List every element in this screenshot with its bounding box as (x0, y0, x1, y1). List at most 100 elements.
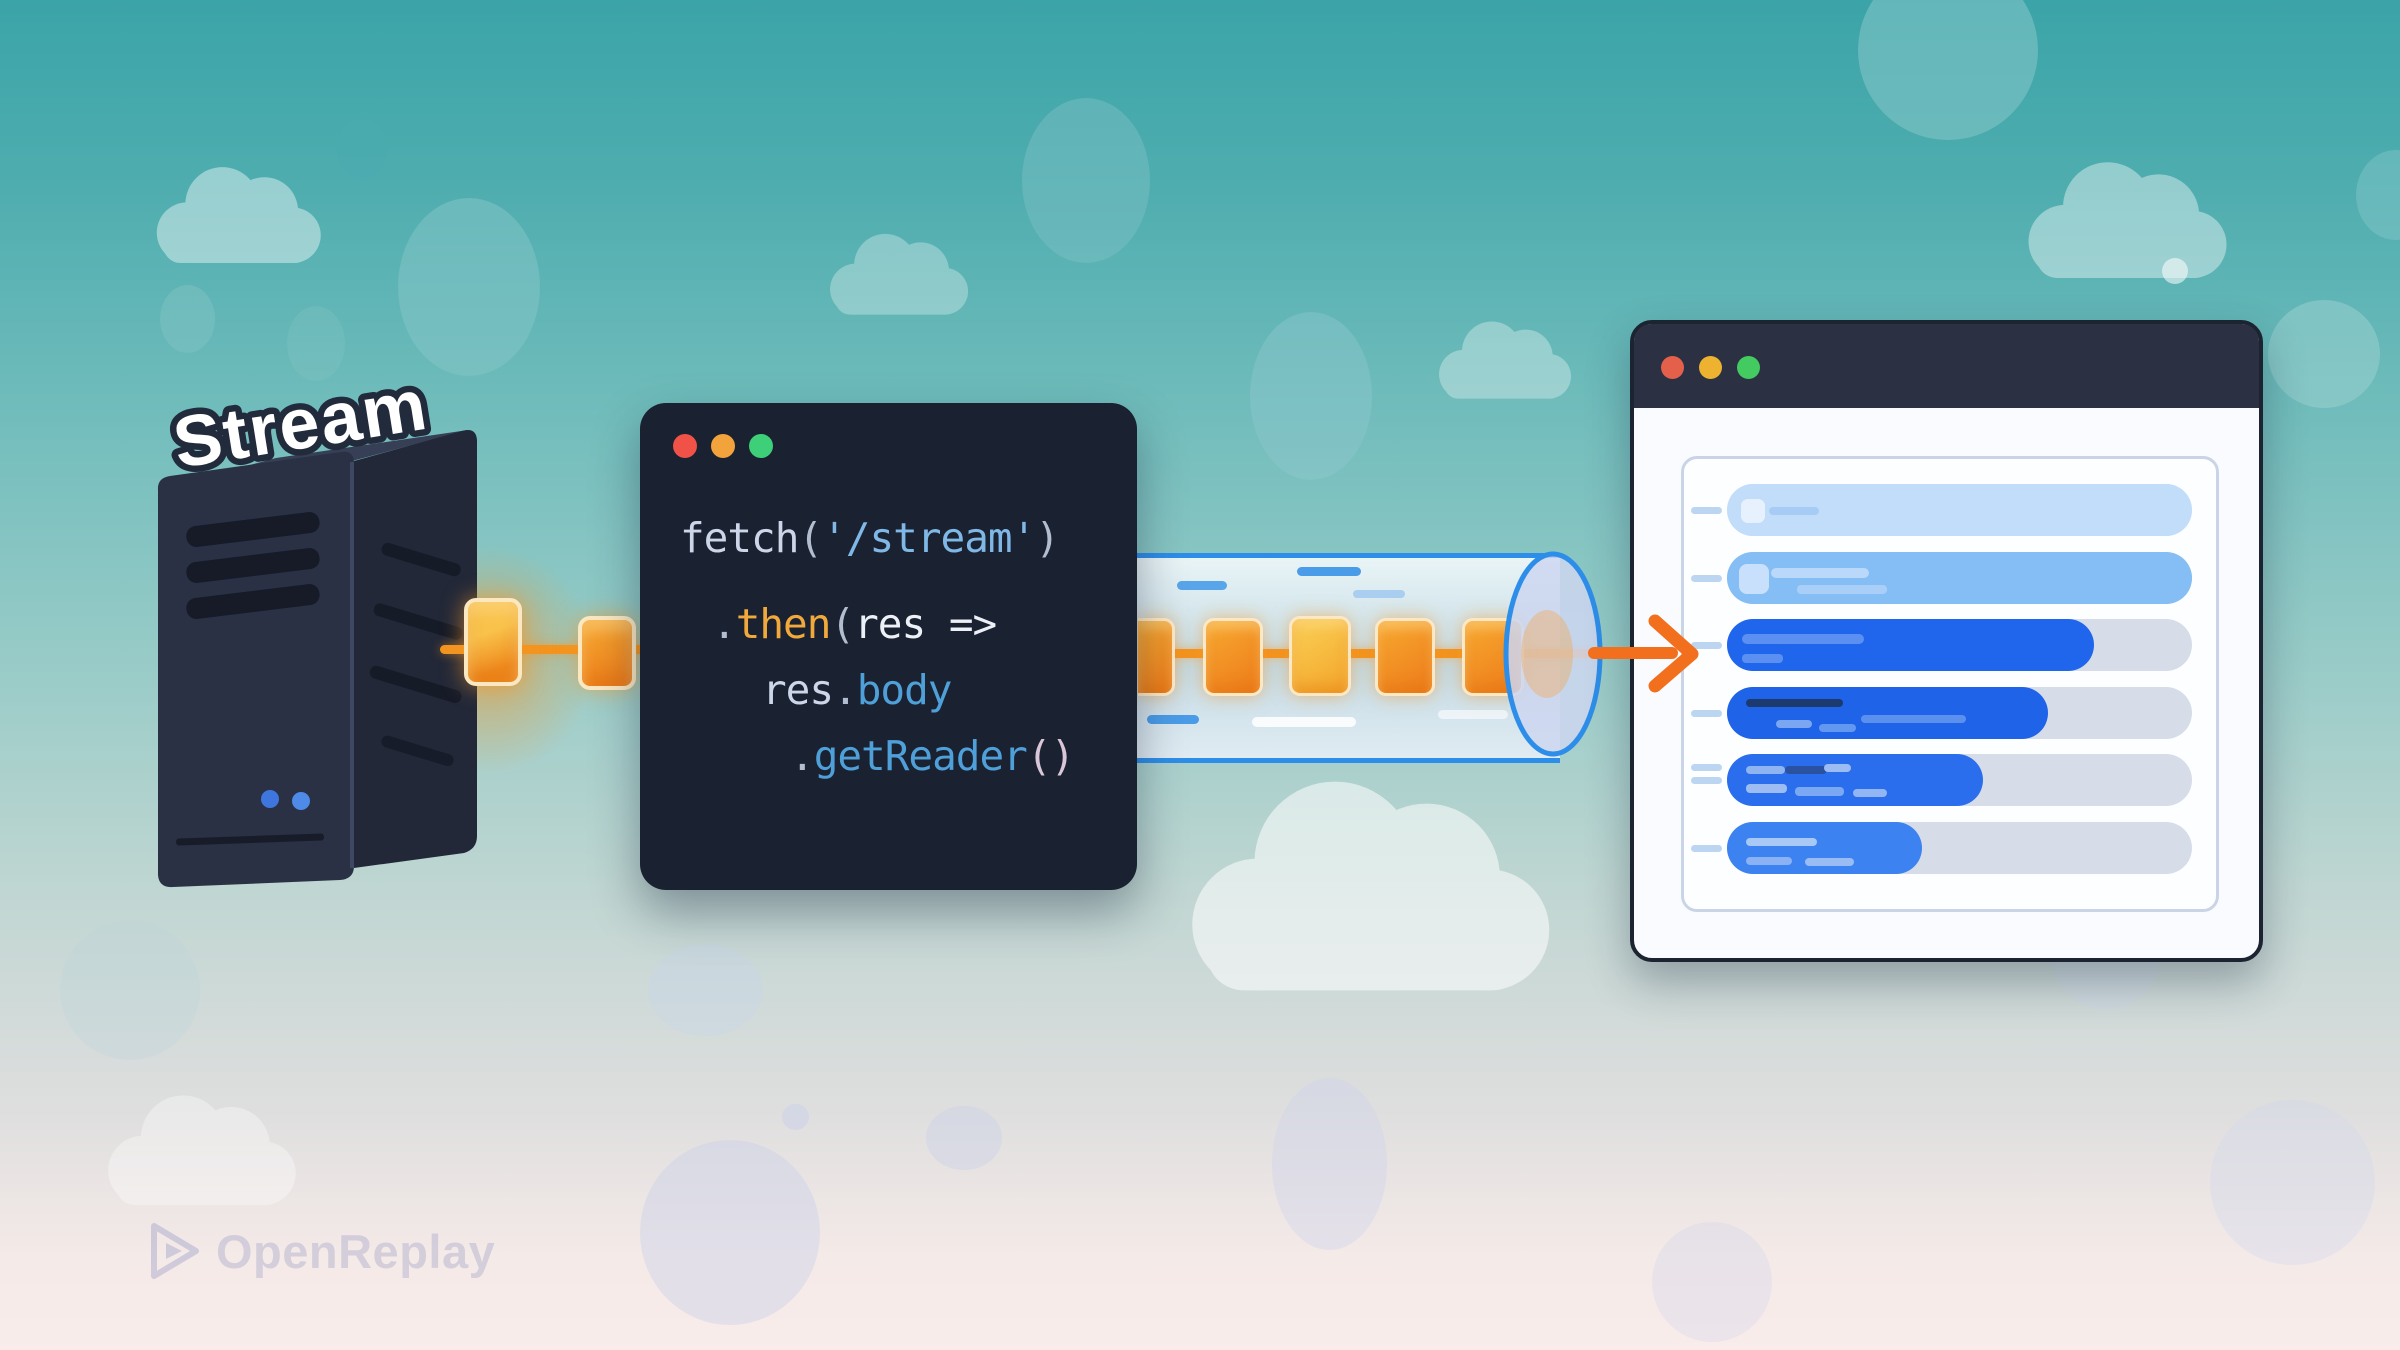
bubble (160, 285, 215, 353)
row-placeholder-line (1819, 724, 1856, 732)
code-token: body (856, 666, 953, 714)
browser-traffic-lights (1661, 356, 1760, 379)
row-placeholder-line (1746, 857, 1792, 865)
pipe-end (1503, 551, 1603, 757)
pipe-chunk (1375, 618, 1435, 696)
row-fill (1727, 687, 2048, 739)
brand-name: OpenReplay (216, 1224, 496, 1278)
row-fill (1727, 619, 2095, 671)
code-token: ( (830, 600, 855, 648)
row-tick (1691, 575, 1722, 582)
row-placeholder-line (1805, 858, 1854, 866)
code-token: . (712, 600, 737, 648)
code-line: fetch('/stream') (680, 514, 1060, 562)
speed-dash (1147, 715, 1199, 724)
zoom-button[interactable] (1737, 356, 1760, 379)
server-groove (176, 833, 324, 846)
code-token: () (1026, 732, 1075, 780)
bubble (60, 920, 200, 1060)
row-placeholder-line (1795, 787, 1844, 796)
pipe-chunk (1138, 618, 1175, 696)
bubble (2210, 1100, 2375, 1265)
bubble (1272, 1078, 1387, 1250)
server-led (292, 792, 310, 810)
row-placeholder-line (1861, 715, 1966, 723)
content-row (1727, 754, 2192, 806)
server-led (261, 790, 279, 808)
content-row (1727, 822, 2192, 874)
speed-dash (1252, 717, 1356, 727)
bubble (1858, 0, 2038, 140)
close-button[interactable] (673, 434, 697, 458)
pipe-chunk (1203, 618, 1263, 696)
row-placeholder-line (1739, 564, 1769, 594)
server-side-slot (381, 542, 461, 577)
row-placeholder-line (1742, 654, 1783, 663)
bubble (398, 198, 540, 376)
row-tick (1691, 642, 1722, 649)
code-token: ) (1035, 514, 1060, 562)
code-token: res (854, 600, 926, 648)
bubble (1250, 312, 1372, 480)
code-line: res.body (762, 667, 952, 713)
code-token: . (833, 666, 858, 714)
code-token: then (735, 600, 832, 648)
server-vent (186, 548, 320, 583)
row-placeholder-line (1797, 585, 1887, 594)
content-row (1727, 484, 2192, 536)
bubble (287, 306, 345, 381)
code-line: .then(res => (712, 600, 997, 648)
code-token: '/stream' (822, 514, 1036, 562)
content-rows (1681, 456, 2219, 912)
row-placeholder-line (1742, 634, 1864, 644)
arrow-icon (1588, 614, 1699, 693)
server-vent (186, 584, 320, 619)
minimize-button[interactable] (1699, 356, 1722, 379)
close-button[interactable] (1661, 356, 1684, 379)
server-vent (186, 512, 320, 547)
row-tick (1691, 777, 1722, 784)
row-fill (1727, 754, 1983, 806)
code-token: ( (798, 514, 823, 562)
row-placeholder-line (1769, 507, 1819, 515)
zoom-button[interactable] (749, 434, 773, 458)
row-fill (1727, 484, 2192, 536)
bubble (640, 1140, 820, 1325)
speed-dash (1297, 567, 1361, 576)
bubble (337, 118, 387, 180)
bubble (648, 944, 763, 1036)
content-row (1727, 687, 2192, 739)
row-placeholder-line (1746, 784, 1787, 793)
brand-watermark: OpenReplay (150, 1222, 495, 1280)
browser-window (1630, 320, 2263, 962)
bubble (1022, 98, 1150, 263)
server-side-slot (381, 735, 454, 767)
row-placeholder-line (1853, 789, 1887, 797)
code-token: fetch (680, 514, 799, 562)
row-tick (1691, 710, 1722, 717)
data-chunk (578, 616, 636, 690)
row-tick (1691, 764, 1722, 771)
content-row (1727, 619, 2192, 671)
bubble (926, 1106, 1002, 1170)
code-token: res (762, 666, 834, 714)
play-triangle-icon (151, 1223, 199, 1279)
server-side-slot (373, 603, 463, 640)
data-chunk (464, 598, 522, 686)
code-window-traffic-lights (673, 434, 773, 458)
row-fill (1727, 552, 2192, 604)
row-fill (1727, 822, 1923, 874)
row-placeholder-line (1746, 838, 1817, 846)
minimize-button[interactable] (711, 434, 735, 458)
flow-line (440, 645, 665, 654)
row-placeholder-line (1785, 766, 1827, 774)
pipe-chunk (1289, 616, 1351, 696)
speed-dash (1177, 581, 1227, 590)
content-row (1727, 552, 2192, 604)
row-placeholder-line (1741, 499, 1765, 523)
code-line: .getReader() (790, 732, 1075, 780)
row-placeholder-line (1746, 766, 1785, 774)
row-tick (1691, 845, 1722, 852)
